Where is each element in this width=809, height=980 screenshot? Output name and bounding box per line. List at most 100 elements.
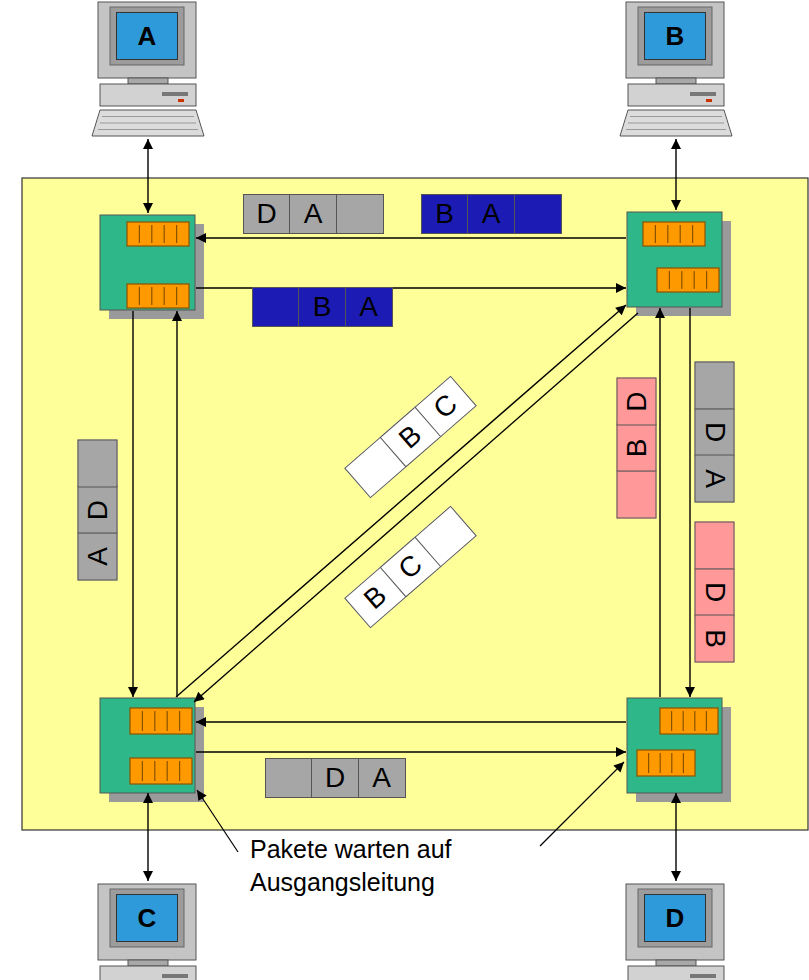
data-packet: DA	[265, 758, 406, 798]
queue-slot	[151, 287, 152, 305]
queue-slot	[660, 753, 661, 773]
packet-address: A	[372, 762, 391, 794]
queue-slot	[669, 271, 670, 289]
queue-slot	[694, 711, 695, 731]
packet-header-field: B	[694, 615, 734, 663]
queue-slot	[694, 271, 695, 289]
packet-header-field: B	[298, 287, 346, 327]
monitor-neck	[656, 960, 696, 966]
packet-header-field: A	[467, 194, 515, 234]
packet-address: D	[620, 391, 652, 411]
monitor-neck	[656, 78, 696, 84]
computer-icon	[620, 2, 732, 136]
router-switch	[627, 698, 731, 802]
data-packet: DA	[694, 362, 734, 503]
queue-body	[127, 222, 189, 246]
network-region	[22, 178, 808, 830]
queue-slot	[142, 761, 143, 781]
packet-queue	[130, 708, 192, 734]
computer-letter: C	[138, 903, 157, 934]
queue-slot	[164, 287, 165, 305]
queue-slot	[176, 287, 177, 305]
router-switch	[627, 212, 731, 316]
computer-screen: C	[116, 894, 178, 942]
computer-icon	[92, 884, 204, 980]
transmission-line	[196, 237, 626, 238]
packet-queue	[130, 758, 192, 784]
packet-queue	[637, 750, 695, 776]
queue-body	[657, 268, 719, 292]
packet-payload	[265, 758, 313, 798]
power-led	[178, 99, 184, 102]
packet-header-field: D	[616, 378, 656, 426]
queue-slot	[680, 225, 681, 243]
monitor-bezel	[638, 7, 712, 65]
router-switch	[100, 698, 204, 802]
data-packet: BD	[616, 378, 656, 519]
packet-address: D	[325, 762, 345, 794]
leader-line	[540, 762, 624, 846]
keyboard-row	[630, 116, 722, 117]
monitor-neck	[128, 78, 168, 84]
packet-address: A	[81, 547, 113, 566]
system-unit	[628, 84, 724, 106]
packet-header-field: B	[616, 424, 656, 472]
drive-slot	[162, 92, 188, 96]
packet-queue	[643, 222, 705, 246]
packet-queue	[660, 708, 718, 734]
keyboard-row	[628, 123, 724, 124]
queue-slot	[154, 761, 155, 781]
packet-address: B	[313, 291, 332, 323]
queue-slot	[683, 711, 684, 731]
queue-body	[660, 708, 718, 734]
leader-line	[197, 790, 238, 852]
queue-body	[130, 708, 192, 734]
system-unit	[100, 966, 196, 980]
packet-address: C	[392, 548, 428, 585]
computer-letter: B	[666, 21, 685, 52]
packet-queue	[127, 222, 189, 246]
packet-address: B	[435, 198, 454, 230]
transmission-line	[196, 751, 626, 752]
packet-payload	[694, 522, 734, 570]
monitor-casing	[626, 2, 724, 78]
computer-screen: A	[116, 12, 178, 60]
packet-header-field: D	[77, 486, 117, 534]
transmission-line	[659, 308, 660, 697]
data-packet: BA	[421, 194, 562, 234]
keyboard	[92, 110, 204, 136]
monitor-casing	[626, 884, 724, 960]
monitor-neck	[128, 960, 168, 966]
packet-header-field: D	[311, 758, 359, 798]
packet-header-field: A	[694, 455, 734, 503]
packet-address: D	[81, 500, 113, 520]
packet-address: A	[304, 198, 323, 230]
packet-payload	[252, 287, 300, 327]
queue-slot	[671, 711, 672, 731]
queue-slot	[683, 753, 684, 773]
router-switch	[100, 215, 204, 319]
queue-slot	[648, 753, 649, 773]
queue-slot	[706, 711, 707, 731]
packet-header-field: A	[345, 287, 393, 327]
queue-slot	[151, 225, 152, 243]
router-box	[100, 698, 195, 793]
transmission-line	[675, 793, 676, 881]
monitor-bezel	[110, 7, 184, 65]
system-unit	[628, 966, 724, 980]
queue-body	[643, 222, 705, 246]
packet-address: D	[698, 422, 730, 442]
keyboard	[620, 110, 732, 136]
queue-slot	[142, 711, 143, 731]
transmission-line	[132, 311, 133, 697]
drive-slot	[162, 974, 188, 978]
transmission-line	[147, 793, 148, 881]
transmission-line	[147, 139, 148, 213]
queue-slot	[179, 761, 180, 781]
packet-address: A	[359, 291, 378, 323]
queue-slot	[706, 271, 707, 289]
monitor-casing	[98, 884, 196, 960]
transmission-line	[196, 721, 626, 722]
packet-payload	[336, 194, 384, 234]
